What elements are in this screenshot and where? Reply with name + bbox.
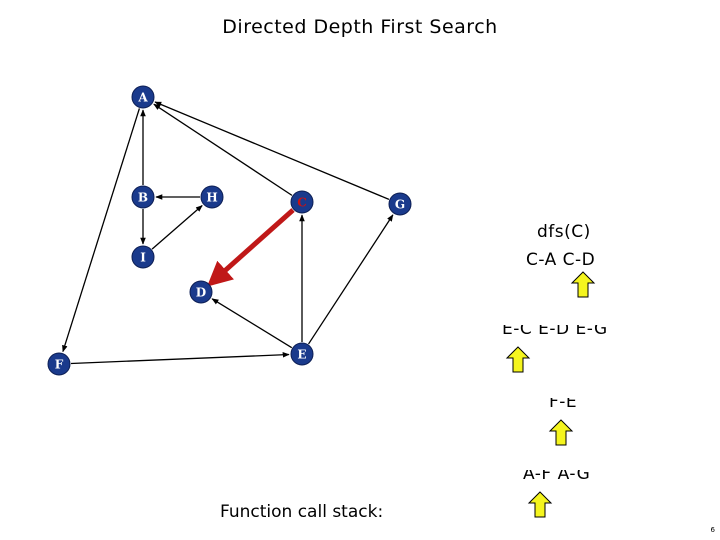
node-circle [131, 245, 155, 269]
node-circle [290, 342, 314, 366]
stack-frame-edges-clipped: F-E [549, 398, 577, 413]
node-g: G [388, 192, 412, 216]
node-label: F [55, 358, 64, 372]
edge-c-a [153, 103, 293, 196]
edge-a-f [62, 108, 141, 353]
node-label: B [138, 191, 148, 205]
nodes-layer: A B H C G I D F E [47, 85, 412, 376]
edges-layer [62, 101, 394, 365]
edge-f-e [70, 351, 290, 365]
stack-frame-edges: A-F A-G [523, 470, 591, 484]
stack-frame-edges-clipped: A-F A-G [523, 470, 590, 485]
stack-frame-edges-clipped: E-C E-D E-G [502, 325, 608, 340]
node-circle [388, 192, 412, 216]
node-label: G [395, 198, 405, 212]
node-label: A [137, 91, 148, 105]
stack-frame-header: dfs(C) [537, 222, 591, 242]
node-label: C [297, 196, 307, 210]
edge-i-h [151, 205, 203, 250]
edge-e-d [211, 298, 293, 349]
slide-title: Directed Depth First Search [222, 16, 498, 38]
stack-frame-edges: F-E [549, 398, 578, 412]
edge-e-g [308, 214, 394, 345]
node-circle [189, 280, 213, 304]
stack-frame-edges: C-A C-D [526, 250, 596, 270]
edge-g-a [154, 101, 390, 200]
node-e: E [290, 342, 314, 366]
node-circle [131, 185, 155, 209]
node-b: B [131, 185, 155, 209]
node-label: D [196, 286, 206, 300]
node-circle [131, 85, 155, 109]
node-a: A [131, 85, 155, 109]
node-label: H [206, 191, 217, 205]
node-i: I [131, 245, 155, 269]
slide-number: 6 [710, 526, 715, 534]
node-circle [200, 185, 224, 209]
node-h: H [200, 185, 224, 209]
node-c: C [290, 190, 314, 214]
edge-c-d [206, 208, 295, 287]
node-circle [290, 190, 314, 214]
stack-frame-edges: E-C E-D E-G [502, 325, 608, 339]
node-label: E [297, 348, 306, 362]
node-f: F [47, 352, 71, 376]
node-label: I [140, 251, 146, 265]
node-d: D [189, 280, 213, 304]
node-circle [47, 352, 71, 376]
call-stack-label: Function call stack: [220, 502, 384, 522]
